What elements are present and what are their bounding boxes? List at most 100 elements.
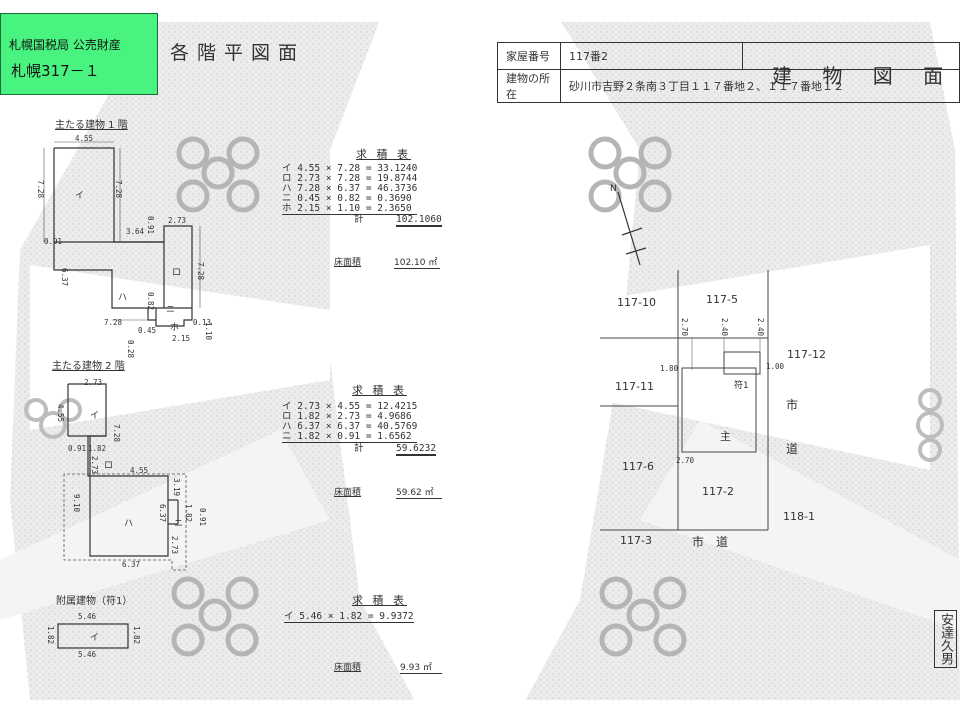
road-label: 市 道 xyxy=(786,398,799,456)
dim-label: 1.82 xyxy=(132,626,141,645)
dim-label: 0.13 xyxy=(193,318,212,327)
decorative-seal-icon xyxy=(916,388,944,462)
room-label: ニ xyxy=(166,305,176,315)
dim-label: 7.28 xyxy=(104,318,123,327)
calc-row: イ 4.55 × 7.28 = 33.1240 xyxy=(282,163,418,174)
dim-label: 7.28 xyxy=(114,180,123,199)
lot-number: 118-1 xyxy=(783,510,815,523)
lot-number: 117-2 xyxy=(702,485,734,498)
room-label: イ xyxy=(90,633,100,643)
dim-label: 2.15 xyxy=(172,334,191,343)
location-value: 砂川市吉野２条南３丁目１１７番地２、１１７番地１２ xyxy=(560,69,960,103)
annex-label: 附属建物（符1） xyxy=(56,596,133,607)
dim-label: 0.28 xyxy=(126,340,135,359)
dim-label: 4.55 xyxy=(75,134,94,143)
dim-label: 3.19 xyxy=(172,478,181,497)
dim-label: 1.00 xyxy=(766,362,785,371)
dim-label: 2.73 xyxy=(90,456,99,475)
floor-area-label: 床面積 xyxy=(334,258,362,268)
site-plan xyxy=(600,270,769,531)
dim-label: 0.91 xyxy=(68,444,87,453)
dim-label: 0.82 xyxy=(146,292,155,311)
house-no-label: 家屋番号 xyxy=(497,42,561,70)
decorative-seal-icon xyxy=(176,136,260,213)
floor-area-value: 9.93 ㎡ xyxy=(400,660,442,674)
lot-number: 117-3 xyxy=(620,534,652,547)
location-label: 建物の所在 xyxy=(497,69,561,103)
dim-label: 4.55 xyxy=(130,466,149,475)
room-label: ハ xyxy=(118,293,128,303)
floor1-plan xyxy=(43,141,201,327)
calc-row: イ 5.46 × 1.82 = 9.9372 xyxy=(284,611,414,623)
road-label: 市 道 xyxy=(692,535,729,549)
calc-row: ホ 2.15 × 1.10 = 2.3650 xyxy=(282,204,418,215)
lot-number: 117-11 xyxy=(615,380,654,393)
dim-label: 3.64 xyxy=(126,227,145,236)
dim-label: 2.40 xyxy=(756,318,765,337)
dim-label: 0.91 xyxy=(44,237,63,246)
dim-label: 2.73 xyxy=(84,378,103,387)
house-no-value: 117番2 xyxy=(560,42,743,70)
label-line-1: 札幌国税局 公売財産 xyxy=(9,38,121,52)
lot-number: 117-12 xyxy=(787,348,826,361)
room-label: ロ xyxy=(172,268,182,278)
property-label-box: 札幌国税局 公売財産 札幌317－１ xyxy=(0,13,158,95)
calc-total-label: 計 xyxy=(354,214,364,225)
calc-row: ニ 1.82 × 0.91 = 1.6562 xyxy=(282,432,418,443)
annex-building-label: 符1 xyxy=(734,381,749,391)
calc-total: 59.6232 xyxy=(396,443,437,456)
dim-label: 1.82 xyxy=(184,504,193,523)
dim-label: 1.80 xyxy=(660,364,679,373)
decorative-seal-icon xyxy=(599,576,687,657)
floor-plans-title: 各階平図面 xyxy=(170,42,306,64)
header-table: 家屋番号 117番2 建物の所在 砂川市吉野２条南３丁目１１７番地２、１１７番地… xyxy=(497,42,960,103)
room-label: イ xyxy=(90,411,100,421)
dim-label: 6.37 xyxy=(122,560,141,569)
building-drawing-title: 建 物 図 面 xyxy=(772,64,956,88)
floor1-calc-title: 求 積 表 xyxy=(356,148,411,161)
calc-row: ハ 7.28 × 6.37 = 46.3736 xyxy=(282,183,418,194)
dim-label: 0.45 xyxy=(138,326,157,335)
dim-label: 1.82 xyxy=(46,626,55,645)
floor2-calc-table: イ 2.73 × 4.55 = 12.4215 ロ 1.82 × 2.73 = … xyxy=(282,401,418,443)
lot-number: 117-10 xyxy=(617,296,656,309)
floor2-calc-title: 求 積 表 xyxy=(352,384,407,397)
room-label: イ xyxy=(75,191,85,201)
dim-label: 0.91 xyxy=(198,508,207,527)
label-line-2: 札幌317－１ xyxy=(11,62,100,80)
calc-row: ハ 6.37 × 6.37 = 40.5769 xyxy=(282,421,418,432)
lot-number: 117-6 xyxy=(622,460,654,473)
dim-label: 7.28 xyxy=(112,424,121,443)
decorative-seal-icon xyxy=(24,398,82,439)
main-building-label: 主 xyxy=(720,430,731,443)
floor2-label: 主たる建物 2 階 xyxy=(52,361,125,372)
room-label: ハ xyxy=(124,519,134,529)
north-arrow-icon xyxy=(617,191,647,266)
floor1-calc-table: イ 4.55 × 7.28 = 33.1240 ロ 2.73 × 7.28 = … xyxy=(282,163,418,215)
dim-label: 2.70 xyxy=(676,456,695,465)
room-label: ホ xyxy=(170,323,180,333)
dim-label: 2.70 xyxy=(680,318,689,337)
floor1-label: 主たる建物 1 階 xyxy=(55,120,128,131)
floor-area-label: 床面積 xyxy=(334,488,362,498)
room-label: ロ xyxy=(104,461,114,471)
floor2-plan xyxy=(63,383,187,571)
dim-label: 4.55 xyxy=(56,404,65,423)
floor-area-value: 59.62 ㎡ xyxy=(396,485,442,499)
surveyor-stamp: 安達久男 xyxy=(934,610,957,668)
dim-label: 2.40 xyxy=(720,318,729,337)
floor-area-value: 102.10 ㎡ xyxy=(394,255,440,269)
calc-row: ロ 1.82 × 2.73 = 4.9686 xyxy=(282,411,412,422)
dim-label: 1.82 xyxy=(88,444,107,453)
dim-label: 9.10 xyxy=(72,494,81,513)
lot-number: 117-5 xyxy=(706,293,738,306)
dim-label: 7.28 xyxy=(196,262,205,281)
dim-label: 1.10 xyxy=(204,322,213,341)
north-label: N xyxy=(610,184,617,194)
dim-label: 2.73 xyxy=(168,216,187,225)
calc-row: イ 2.73 × 4.55 = 12.4215 xyxy=(282,401,418,412)
dim-label: 6.37 xyxy=(158,504,167,523)
calc-total: 102.1060 xyxy=(396,214,442,227)
dim-label: 6.37 xyxy=(60,268,69,287)
dim-label: 0.91 xyxy=(146,216,155,235)
